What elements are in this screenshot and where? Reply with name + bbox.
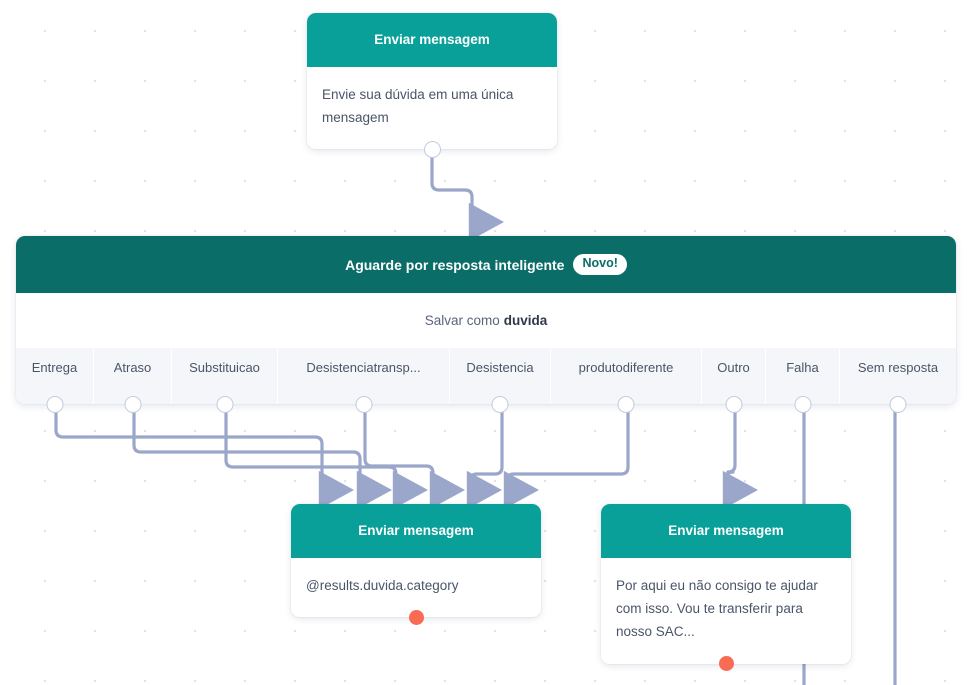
branch-output-port[interactable] [124,395,141,413]
card-header: Enviar mensagem [291,504,541,558]
card-header: Enviar mensagem [601,504,851,558]
branch-entrega[interactable]: Entrega [16,348,94,413]
branch-output-port[interactable] [617,395,635,413]
branch-output-port[interactable] [491,395,509,413]
branch-substituicao[interactable]: Substituicao [172,348,278,413]
save-as-variable: duvida [503,313,548,328]
card-body-text: Envie sua dúvida em uma única mensagem [307,67,557,150]
card-enviar-mensagem-top[interactable]: Enviar mensagem Envie sua dúvida em uma … [307,13,557,158]
card-enviar-mensagem-left[interactable]: Enviar mensagem @results.duvida.category [291,504,541,625]
save-as-label: Salvar como [424,313,500,328]
node-aguarde-resposta-inteligente[interactable]: Aguarde por resposta inteligente Novo! S… [16,236,956,413]
branch-outro[interactable]: Outro [702,348,766,413]
card-enviar-mensagem-right[interactable]: Enviar mensagem Por aqui eu não consigo … [601,504,851,672]
card-header: Enviar mensagem [307,13,557,67]
branch-output-port[interactable] [216,395,233,413]
branch-sem-resposta[interactable]: Sem resposta [840,348,956,413]
branch-output-port[interactable] [46,395,63,413]
branch-desistenciatransp[interactable]: Desistenciatransp... [278,348,450,413]
card-body-text: Por aqui eu não consigo te ajudar com is… [601,558,851,664]
branch-falha[interactable]: Falha [766,348,840,413]
branch-produtodiferente[interactable]: produtodiferente [551,348,702,413]
novo-badge: Novo! [573,254,627,275]
branch-atraso[interactable]: Atraso [94,348,172,413]
output-port-active[interactable] [718,656,734,672]
card-body-text: @results.duvida.category [291,558,541,618]
node-title: Aguarde por resposta inteligente [345,256,565,273]
branch-output-port[interactable] [725,395,742,413]
output-port-active[interactable] [408,609,424,625]
save-as-row: Salvar como duvida [16,293,956,348]
output-port[interactable] [423,140,441,158]
branch-row: Entrega Atraso Substituicao Desistenciat… [16,348,956,413]
branch-output-port[interactable] [355,395,372,413]
node-header: Aguarde por resposta inteligente Novo! [16,236,956,293]
branch-output-port[interactable] [794,395,811,413]
branch-output-port[interactable] [889,395,907,413]
branch-desistencia[interactable]: Desistencia [450,348,551,413]
